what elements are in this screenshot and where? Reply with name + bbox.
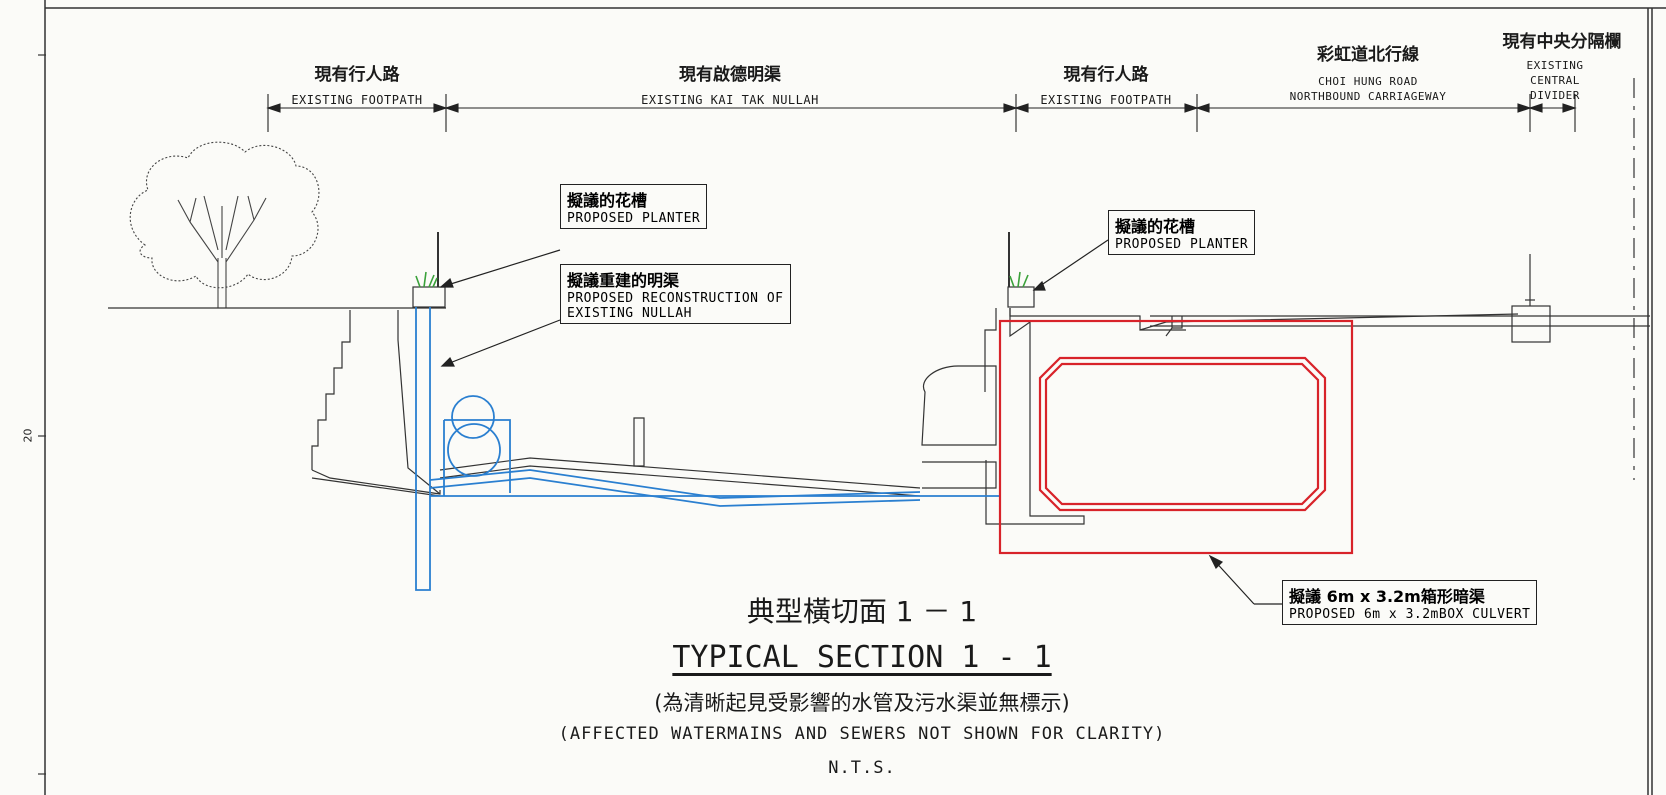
sheet-border bbox=[44, 0, 1666, 795]
callout-box-culvert: 擬議 6m x 3.2m箱形暗渠 PROPOSED 6m x 3.2mBOX C… bbox=[1282, 580, 1538, 625]
callout-planter-right-zh: 擬議的花槽 bbox=[1115, 217, 1196, 236]
callout-planter-left: 擬議的花槽 PROPOSED PLANTER bbox=[560, 184, 708, 229]
dim-carriageway-zh: 彩虹道北行線 bbox=[1317, 45, 1419, 65]
dim-footpath-left-en: EXISTING FOOTPATH bbox=[291, 93, 423, 107]
existing-structure bbox=[108, 232, 1650, 525]
section-title-en: TYPICAL SECTION 1 - 1 bbox=[672, 640, 1052, 675]
planting bbox=[415, 271, 1029, 288]
callout-planter-left-zh: 擬議的花槽 bbox=[567, 191, 648, 210]
dim-nullah-en: EXISTING KAI TAK NULLAH bbox=[641, 93, 819, 107]
section-title-zh: 典型橫切面 1 － 1 bbox=[746, 595, 978, 628]
ruler-ticks bbox=[38, 54, 46, 775]
dim-divider-zh: 現有中央分隔欄 bbox=[1502, 32, 1622, 52]
dim-divider-en1: EXISTING bbox=[1526, 59, 1584, 72]
callout-planter-left-en: PROPOSED PLANTER bbox=[567, 211, 701, 226]
dim-footpath-right-zh: 現有行人路 bbox=[1063, 65, 1149, 85]
dim-footpath-right-en: EXISTING FOOTPATH bbox=[1040, 93, 1172, 107]
callout-reconstruction-en1: PROPOSED RECONSTRUCTION OF bbox=[567, 291, 784, 306]
callout-planter-right: 擬議的花槽 PROPOSED PLANTER bbox=[1108, 210, 1256, 255]
callout-planter-right-en: PROPOSED PLANTER bbox=[1115, 237, 1249, 252]
leader-lines bbox=[439, 239, 1282, 605]
proposed-nullah bbox=[415, 307, 1000, 591]
callout-box-culvert-en: PROPOSED 6m x 3.2mBOX CULVERT bbox=[1289, 607, 1531, 622]
dim-carriageway-en1: CHOI HUNG ROAD bbox=[1318, 75, 1418, 88]
dim-footpath-left-zh: 現有行人路 bbox=[314, 65, 400, 85]
dim-divider-en3: DIVIDER bbox=[1530, 89, 1580, 102]
note-zh: (為清晰起見受影響的水管及污水渠並無標示) bbox=[654, 691, 1070, 715]
scale-note: N.T.S. bbox=[828, 758, 896, 778]
callout-reconstruction-en2: EXISTING NULLAH bbox=[567, 306, 692, 321]
callout-box-culvert-zh: 擬議 6m x 3.2m箱形暗渠 bbox=[1289, 587, 1485, 606]
dimension-line bbox=[266, 94, 1577, 132]
callout-reconstruction: 擬議重建的明渠 PROPOSED RECONSTRUCTION OF EXIST… bbox=[560, 264, 791, 324]
callout-reconstruction-zh: 擬議重建的明渠 bbox=[567, 271, 680, 290]
tree-symbol bbox=[129, 141, 320, 308]
dim-carriageway-en2: NORTHBOUND CARRIAGEWAY bbox=[1289, 90, 1447, 103]
note-en: (AFFECTED WATERMAINS AND SEWERS NOT SHOW… bbox=[558, 724, 1166, 744]
proposed-box-culvert bbox=[998, 319, 1354, 555]
dim-divider-en2: CENTRAL bbox=[1530, 74, 1580, 87]
ruler-tick-label: 20 bbox=[21, 428, 35, 443]
dim-nullah-zh: 現有啟德明渠 bbox=[679, 65, 781, 85]
